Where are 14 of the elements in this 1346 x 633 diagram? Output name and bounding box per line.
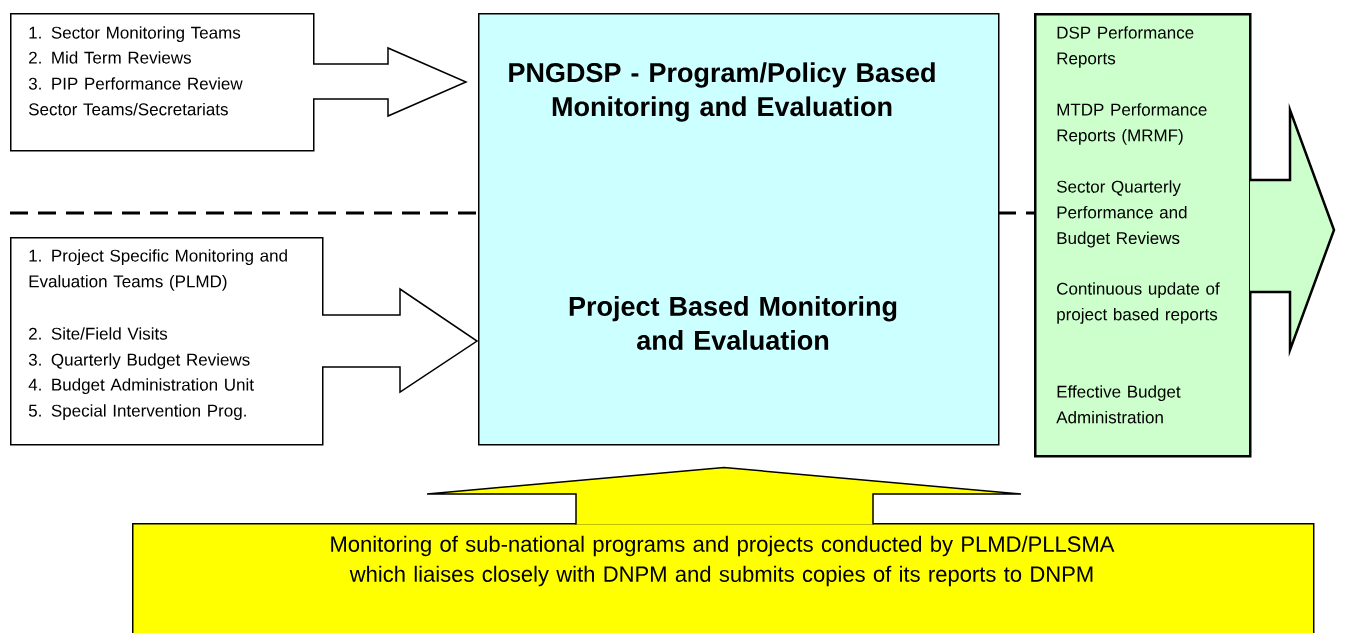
list-item: 3. Quarterly Budget Reviews — [28, 353, 250, 370]
note-text: Monitoring of sub-national programs and projects conducted by PLMD/PLLSMA which liaises closely with DNPM and submits copies of its reports to DNPM — [331, 535, 1115, 587]
list-item: 1. Project Specific Monitoring and Evaluation Teams (PLMD) — [29, 249, 287, 291]
list-item: 1. Sector Monitoring Teams — [29, 26, 241, 43]
list-item: 4. Budget Administration Unit — [28, 378, 254, 395]
list-item: 2. Site/Field Visits — [29, 327, 168, 340]
list-item: 5. Special Intervention Prog. — [28, 404, 246, 421]
block-arrow — [321, 287, 479, 394]
heading: PNGDSP - Program/Policy Based Monitoring and Evaluation — [509, 62, 935, 122]
list-item: 2. Mid Term Reviews — [29, 51, 191, 64]
heading: Project Based Monitoring and Evaluation — [569, 296, 897, 350]
block-arrow — [426, 466, 1022, 526]
block-arrow — [312, 46, 468, 118]
list-item: 3. PIP Performance Review Sector Teams/Secretariats — [28, 77, 243, 116]
